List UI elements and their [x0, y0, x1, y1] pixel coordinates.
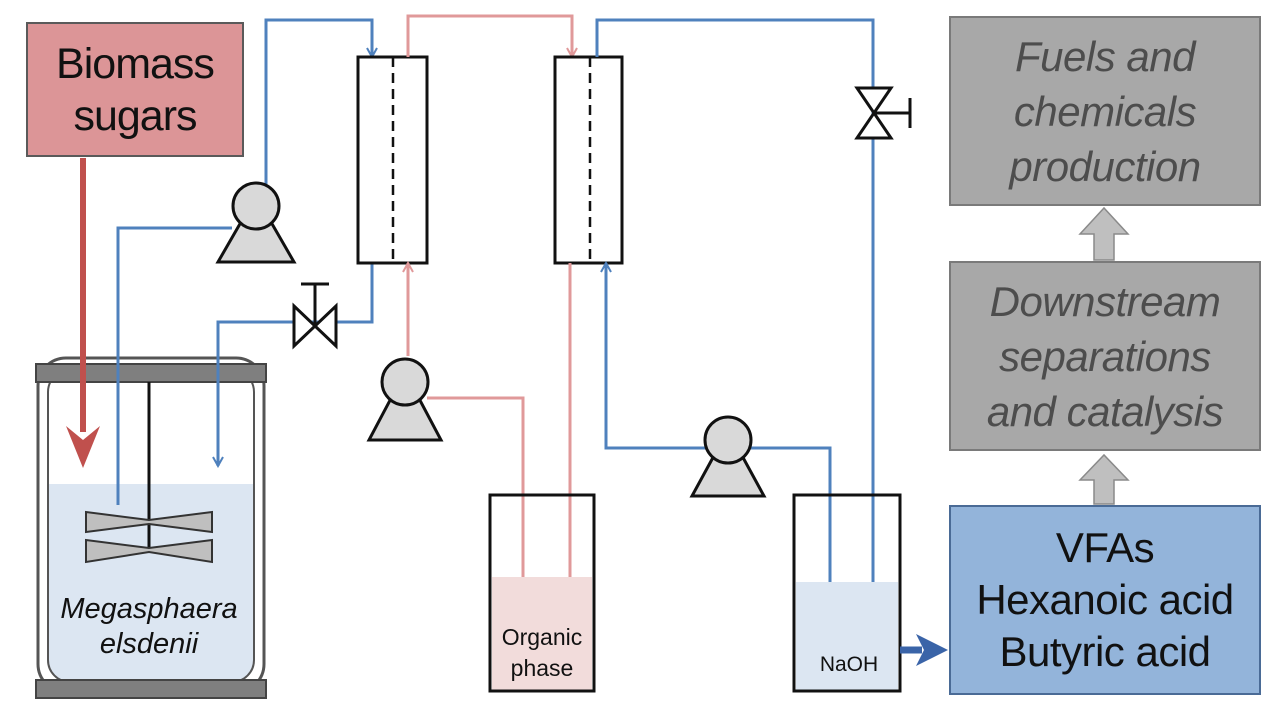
bioreactor	[35, 356, 267, 699]
naoh-return-line	[595, 18, 873, 640]
organic-line-2: phase	[510, 655, 574, 681]
valve-icon	[854, 86, 912, 140]
organic-phase-reservoir	[488, 493, 596, 693]
downstream-line-2: separations	[999, 332, 1211, 380]
vfas-line-3: Butyric acid	[999, 628, 1211, 675]
bioreactor-broth	[48, 484, 254, 682]
up-arrow-icon	[1078, 206, 1130, 261]
vfas-line-1: VFAs	[1055, 524, 1155, 571]
impeller-blade-top	[85, 510, 213, 534]
biomass-line-1: Biomass	[56, 39, 215, 88]
vfas-box: VFAs Hexanoic acid Butyric acid	[949, 505, 1261, 695]
fuels-line-1: Fuels and	[1015, 32, 1195, 80]
naoh-reservoir	[792, 493, 902, 693]
feed-arrow-head	[66, 426, 100, 468]
pump-icon	[366, 357, 444, 442]
impeller-blade-bottom	[85, 538, 213, 564]
downstream-line-3: and catalysis	[986, 387, 1224, 435]
organism-line-1: Megasphaera	[60, 593, 238, 625]
extraction-column-2	[553, 55, 624, 265]
bioreactor-top-flange	[35, 363, 267, 383]
up-arrow-icon	[1078, 453, 1130, 505]
valve-icon	[292, 282, 338, 350]
naoh-label: NaOH	[819, 653, 879, 676]
organic-phase-label: Organic phase	[492, 622, 592, 684]
organism-line-2: elsdenii	[99, 628, 199, 660]
product-arrow-head	[916, 634, 948, 666]
pump-icon	[215, 181, 297, 264]
bioreactor-bottom-flange	[35, 679, 267, 699]
biomass-sugars-box: Biomass sugars	[26, 22, 244, 157]
fuels-line-3: production	[1009, 142, 1201, 190]
biomass-line-2: sugars	[73, 91, 197, 140]
downstream-line-1: Downstream	[989, 277, 1221, 325]
extraction-column-1	[356, 55, 429, 265]
organic-line-1: Organic	[501, 624, 583, 650]
downstream-separations-box: Downstream separations and catalysis	[949, 261, 1261, 451]
organic-feed-line	[427, 396, 525, 608]
broth-line-to-column1	[116, 226, 232, 505]
pump1-outlet-line	[264, 18, 372, 184]
fuels-chemicals-box: Fuels and chemicals production	[949, 16, 1261, 206]
fuels-line-2: chemicals	[1013, 87, 1197, 135]
pump-icon	[689, 415, 767, 498]
organism-label: Megasphaera elsdenii	[44, 592, 254, 662]
organic-transfer-line	[406, 14, 572, 57]
vfas-line-2: Hexanoic acid	[976, 576, 1234, 623]
